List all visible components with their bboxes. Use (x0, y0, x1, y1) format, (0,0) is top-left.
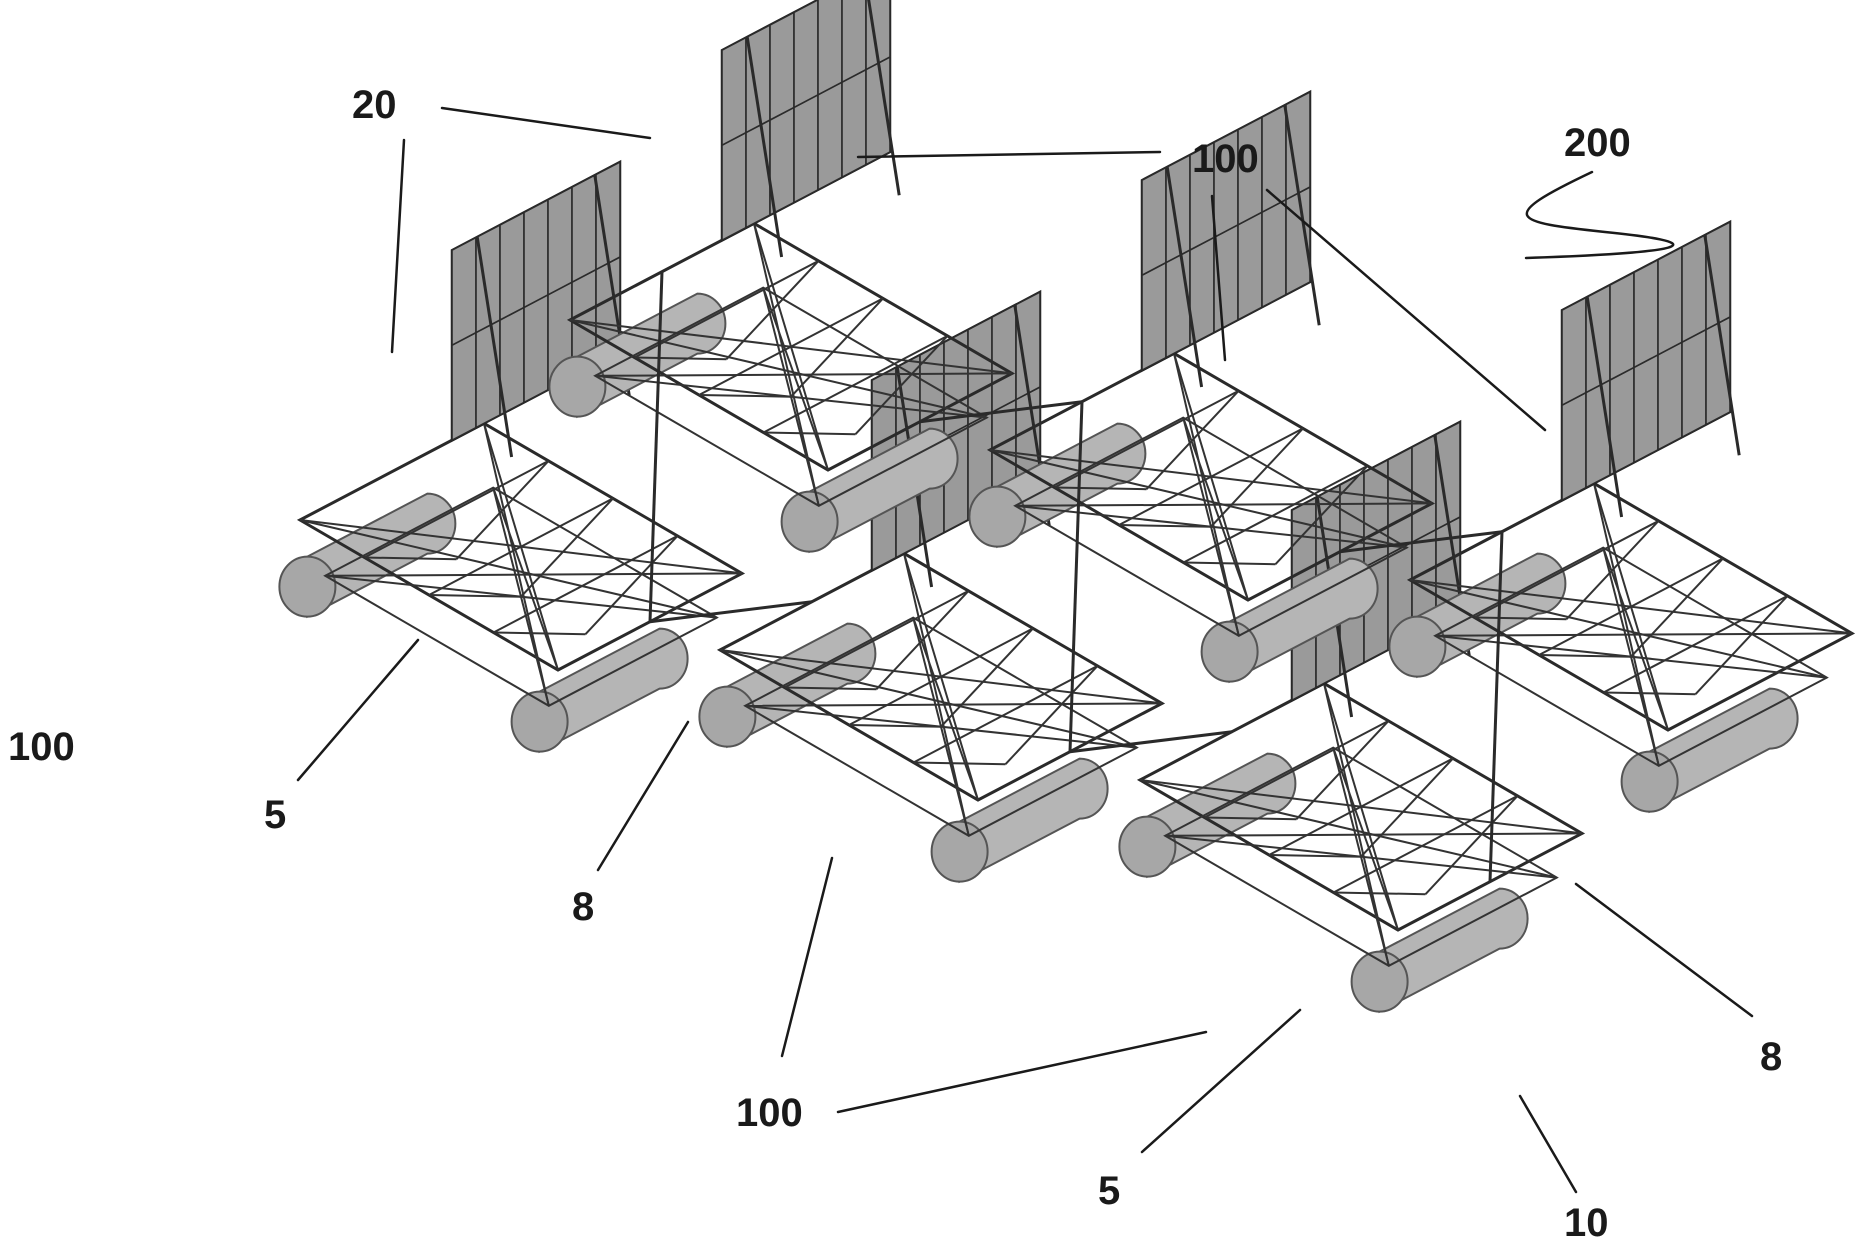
truss-brace (914, 763, 1006, 765)
panel-cell (842, 70, 866, 178)
label-frame-5-bottom: 5 (1098, 1169, 1120, 1213)
panel-cell (818, 82, 842, 190)
panel-cell (842, 0, 866, 82)
label-unit-100-top: 100 (1192, 137, 1259, 181)
panel-cell (1166, 155, 1190, 263)
float-end-cap (549, 357, 605, 417)
label-connector-8-left: 8 (572, 885, 594, 929)
truss-brace (494, 633, 586, 635)
leader-5-bottom (1142, 1010, 1300, 1152)
float-end-cap (1389, 617, 1445, 677)
panel-cell (548, 187, 572, 295)
leader-100-top-a (858, 152, 1160, 157)
truss-brace (1696, 596, 1788, 694)
leader-8-right (1576, 884, 1752, 1016)
unit-connector (650, 602, 812, 622)
leader-10-float (1520, 1096, 1576, 1192)
panel-cell (524, 295, 548, 403)
platform-unit (279, 162, 742, 752)
reference-numerals: 20 100 200 100 5 8 100 5 8 10 (8, 83, 1782, 1238)
solar-panel (722, 0, 899, 257)
panel-cell (1682, 330, 1706, 438)
truss-brace (1184, 563, 1276, 565)
leader-100-bottom-a (782, 858, 832, 1056)
leader-100-top-c (1267, 190, 1545, 430)
truss-brace (1334, 893, 1426, 895)
truss-brace (1604, 693, 1696, 695)
panel-cell (746, 120, 770, 228)
truss-brace (1426, 796, 1518, 894)
panel-cell (476, 225, 500, 333)
panel-cell (1634, 260, 1658, 368)
solar-panel (872, 292, 1049, 587)
panel-cell (1562, 298, 1586, 406)
float-end-cap (279, 557, 335, 617)
panel-cell (452, 238, 476, 346)
leader-8-left (598, 722, 688, 870)
platform-unit (699, 292, 1162, 882)
panel-cell (1610, 272, 1634, 380)
panel-cell (1238, 212, 1262, 320)
float-end-cap (699, 687, 755, 747)
label-unit-100-left: 100 (8, 725, 75, 769)
label-float-10: 10 (1564, 1201, 1609, 1238)
label-system-200: 200 (1564, 121, 1631, 165)
platform-unit (1119, 422, 1582, 1012)
solar-panel (1562, 222, 1739, 517)
solar-panel (452, 162, 629, 457)
label-panel-20: 20 (352, 83, 397, 127)
panel-cell (1166, 250, 1190, 358)
unit-connector (1070, 732, 1232, 752)
panel-cell (770, 12, 794, 120)
panel-cell (500, 212, 524, 320)
panel-cell (1142, 263, 1166, 371)
leader-100-bottom-b (838, 1032, 1206, 1112)
panel-cell (1262, 200, 1286, 308)
float-end-cap (1119, 817, 1175, 877)
panel-cell (992, 305, 1016, 413)
float-end-cap (969, 487, 1025, 547)
panel-cell (476, 320, 500, 428)
panel-cell (818, 0, 842, 95)
panel-cell (1658, 247, 1682, 355)
leader-20-panel (442, 108, 650, 138)
solar-panel (1292, 422, 1469, 717)
panel-cell (1412, 435, 1436, 543)
label-unit-100-bottom: 100 (736, 1091, 803, 1135)
panel-cell (1586, 380, 1610, 488)
panel-cell (746, 25, 770, 133)
panel-cell (1682, 235, 1706, 343)
panel-cell (1634, 355, 1658, 463)
leader-200-squiggle (1526, 172, 1673, 258)
leader-5-left (298, 640, 418, 780)
panel-cell (452, 333, 476, 441)
panel-cell (794, 95, 818, 203)
truss-brace (764, 433, 856, 435)
panel-cell (1562, 393, 1586, 501)
panel-cell (1586, 285, 1610, 393)
panel-cell (572, 175, 596, 283)
panel-cell (1142, 168, 1166, 276)
panel-cell (722, 38, 746, 146)
panel-cell (1658, 342, 1682, 450)
label-frame-5-left: 5 (264, 793, 286, 837)
leader-20-panel-down (392, 140, 404, 352)
panel-cell (722, 133, 746, 241)
label-connector-8-right: 8 (1760, 1035, 1782, 1079)
panel-cell (524, 200, 548, 308)
panel-cell (794, 0, 818, 107)
